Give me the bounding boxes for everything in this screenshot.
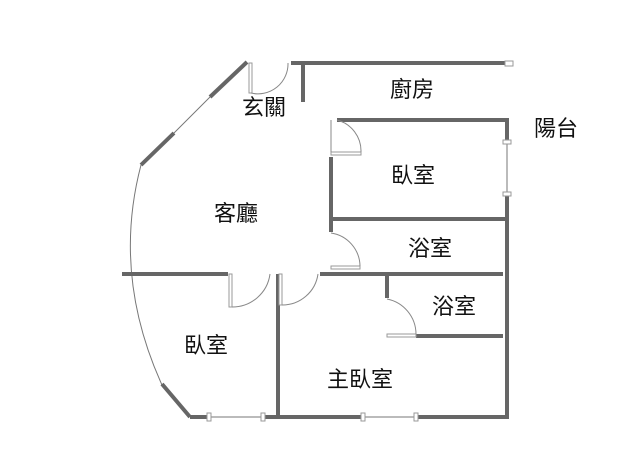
wall-diagonal-upper bbox=[208, 60, 249, 99]
room-label-living-room: 客廳 bbox=[213, 202, 259, 227]
room-label-kitchen: 廚房 bbox=[389, 78, 435, 103]
window-diagonal bbox=[173, 96, 211, 134]
wall-diagonal-lower bbox=[139, 131, 176, 167]
room-label-balcony: 陽台 bbox=[533, 117, 579, 142]
wall-end bbox=[504, 60, 514, 67]
room-label-bathroom-2: 浴室 bbox=[431, 295, 477, 320]
room-label-entrance: 玄關 bbox=[241, 96, 287, 121]
bathroom-1-door[interactable] bbox=[330, 232, 361, 270]
window-markers bbox=[206, 139, 512, 422]
master-bedroom-door[interactable] bbox=[278, 273, 319, 306]
bedroom-left-door[interactable] bbox=[228, 273, 271, 308]
bathroom-2-door[interactable] bbox=[386, 298, 417, 338]
wall-corner bbox=[160, 382, 192, 419]
bedroom-top-door[interactable] bbox=[330, 119, 362, 156]
room-label-bedroom-top: 臥室 bbox=[390, 164, 436, 189]
room-label-bathroom-1: 浴室 bbox=[407, 237, 453, 262]
entrance-door[interactable] bbox=[248, 62, 289, 95]
room-label-bedroom-left: 臥室 bbox=[183, 334, 229, 359]
room-label-master-bedroom: 主臥室 bbox=[326, 368, 394, 393]
